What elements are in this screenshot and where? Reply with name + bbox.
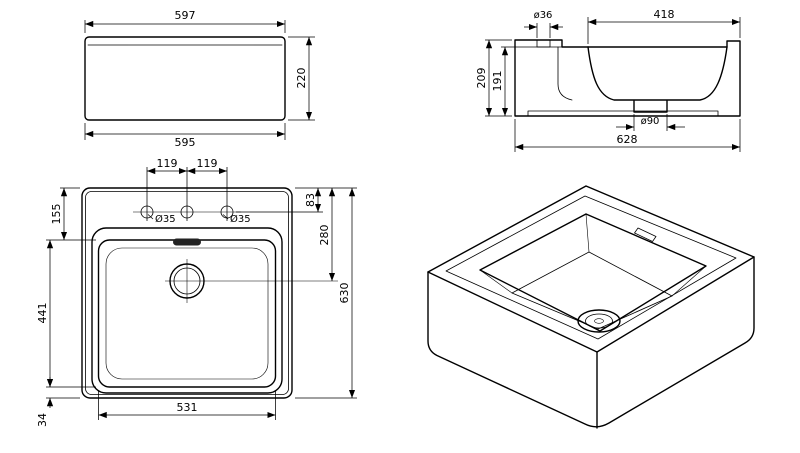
dim-section-tap-hole: ø36 bbox=[524, 10, 563, 38]
front-outline bbox=[84, 36, 286, 121]
plan-bowl-rim bbox=[91, 227, 283, 394]
section-drain-stub bbox=[633, 100, 668, 113]
section-outline bbox=[514, 39, 741, 117]
dim-plan-deck-depth: 155 bbox=[46, 187, 96, 241]
base-offset-label: 34 bbox=[36, 413, 49, 427]
extension-lines bbox=[536, 23, 551, 38]
isometric-view bbox=[427, 185, 755, 429]
section-wall-cavity-line bbox=[557, 46, 573, 101]
tap-spacing-left-label: 119 bbox=[157, 157, 178, 170]
dim-plan-bowl-length: 441 bbox=[36, 240, 96, 388]
section-height-inner-label: 191 bbox=[491, 71, 504, 92]
section-base-recess bbox=[527, 110, 719, 117]
front-height-label: 220 bbox=[295, 68, 308, 89]
tap-hole-diameter-callouts: Ø35 Ø35 bbox=[147, 213, 251, 225]
extension-lines bbox=[146, 167, 228, 221]
dim-section-drain: ø90 bbox=[616, 114, 685, 131]
iso-overflow-slot bbox=[634, 227, 657, 242]
iso-top-rim-inner bbox=[445, 195, 737, 340]
dim-plan-tap-spacing: 119 119 bbox=[146, 157, 228, 221]
section-tap-hole bbox=[536, 39, 551, 48]
deck-depth-label: 155 bbox=[50, 204, 63, 225]
dim-section-height-outer: 209 bbox=[475, 39, 512, 117]
extension-lines bbox=[587, 17, 741, 44]
section-bowl-width-label: 418 bbox=[654, 8, 675, 21]
front-elevation-view: 597 220 595 bbox=[84, 9, 315, 149]
dim-section-bowl-width: 418 bbox=[587, 8, 741, 44]
tap-line-offset-label: 83 bbox=[304, 193, 317, 207]
overall-length-label: 630 bbox=[338, 283, 351, 304]
iso-drain-center bbox=[594, 318, 604, 324]
dim-front-bottom-width: 595 bbox=[84, 123, 286, 149]
dim-plan-overall-length: 630 bbox=[295, 188, 357, 399]
section-tap-hole-label: ø36 bbox=[534, 10, 553, 21]
extension-lines bbox=[236, 187, 357, 213]
leader-left bbox=[147, 214, 154, 220]
section-overall-width-label: 628 bbox=[617, 133, 638, 146]
drain-centerlines bbox=[165, 259, 338, 303]
section-bowl-profile bbox=[587, 46, 728, 101]
front-top-width-label: 597 bbox=[175, 9, 196, 22]
iso-basin-wall-edges bbox=[479, 213, 707, 297]
tap-dia-left-label: Ø35 bbox=[155, 213, 176, 225]
plan-bowl-floor bbox=[105, 247, 269, 380]
dim-section-overall-width: 628 bbox=[514, 119, 741, 152]
tap-dia-right-label: Ø35 bbox=[230, 213, 251, 225]
front-bottom-width-label: 595 bbox=[175, 136, 196, 149]
dim-section-height-inner: 191 bbox=[491, 46, 562, 116]
plan-view: 119 119 Ø35 Ø35 155 441 34 bbox=[36, 157, 357, 427]
section-view: ø36 418 209 191 ø90 628 bbox=[475, 8, 741, 152]
dim-plan-tap-line-offset: 83 bbox=[236, 187, 357, 213]
drain-offset-label: 280 bbox=[318, 225, 331, 246]
leader-right bbox=[222, 214, 229, 220]
dim-plan-base-offset: 34 bbox=[36, 377, 80, 427]
bowl-width-label: 531 bbox=[177, 401, 198, 414]
dim-front-top-width: 597 bbox=[84, 9, 286, 33]
section-height-outer-label: 209 bbox=[475, 68, 488, 89]
dim-plan-bowl-width: 531 bbox=[98, 390, 276, 420]
overflow-slot bbox=[173, 238, 201, 246]
tap-spacing-right-label: 119 bbox=[197, 157, 218, 170]
iso-drain-outer bbox=[577, 309, 621, 333]
dim-plan-drain-offset: 280 bbox=[318, 188, 336, 281]
iso-drain-mid bbox=[585, 313, 613, 329]
section-drain-label: ø90 bbox=[641, 116, 660, 127]
bowl-length-label: 441 bbox=[36, 303, 49, 324]
dim-front-height: 220 bbox=[288, 36, 315, 121]
